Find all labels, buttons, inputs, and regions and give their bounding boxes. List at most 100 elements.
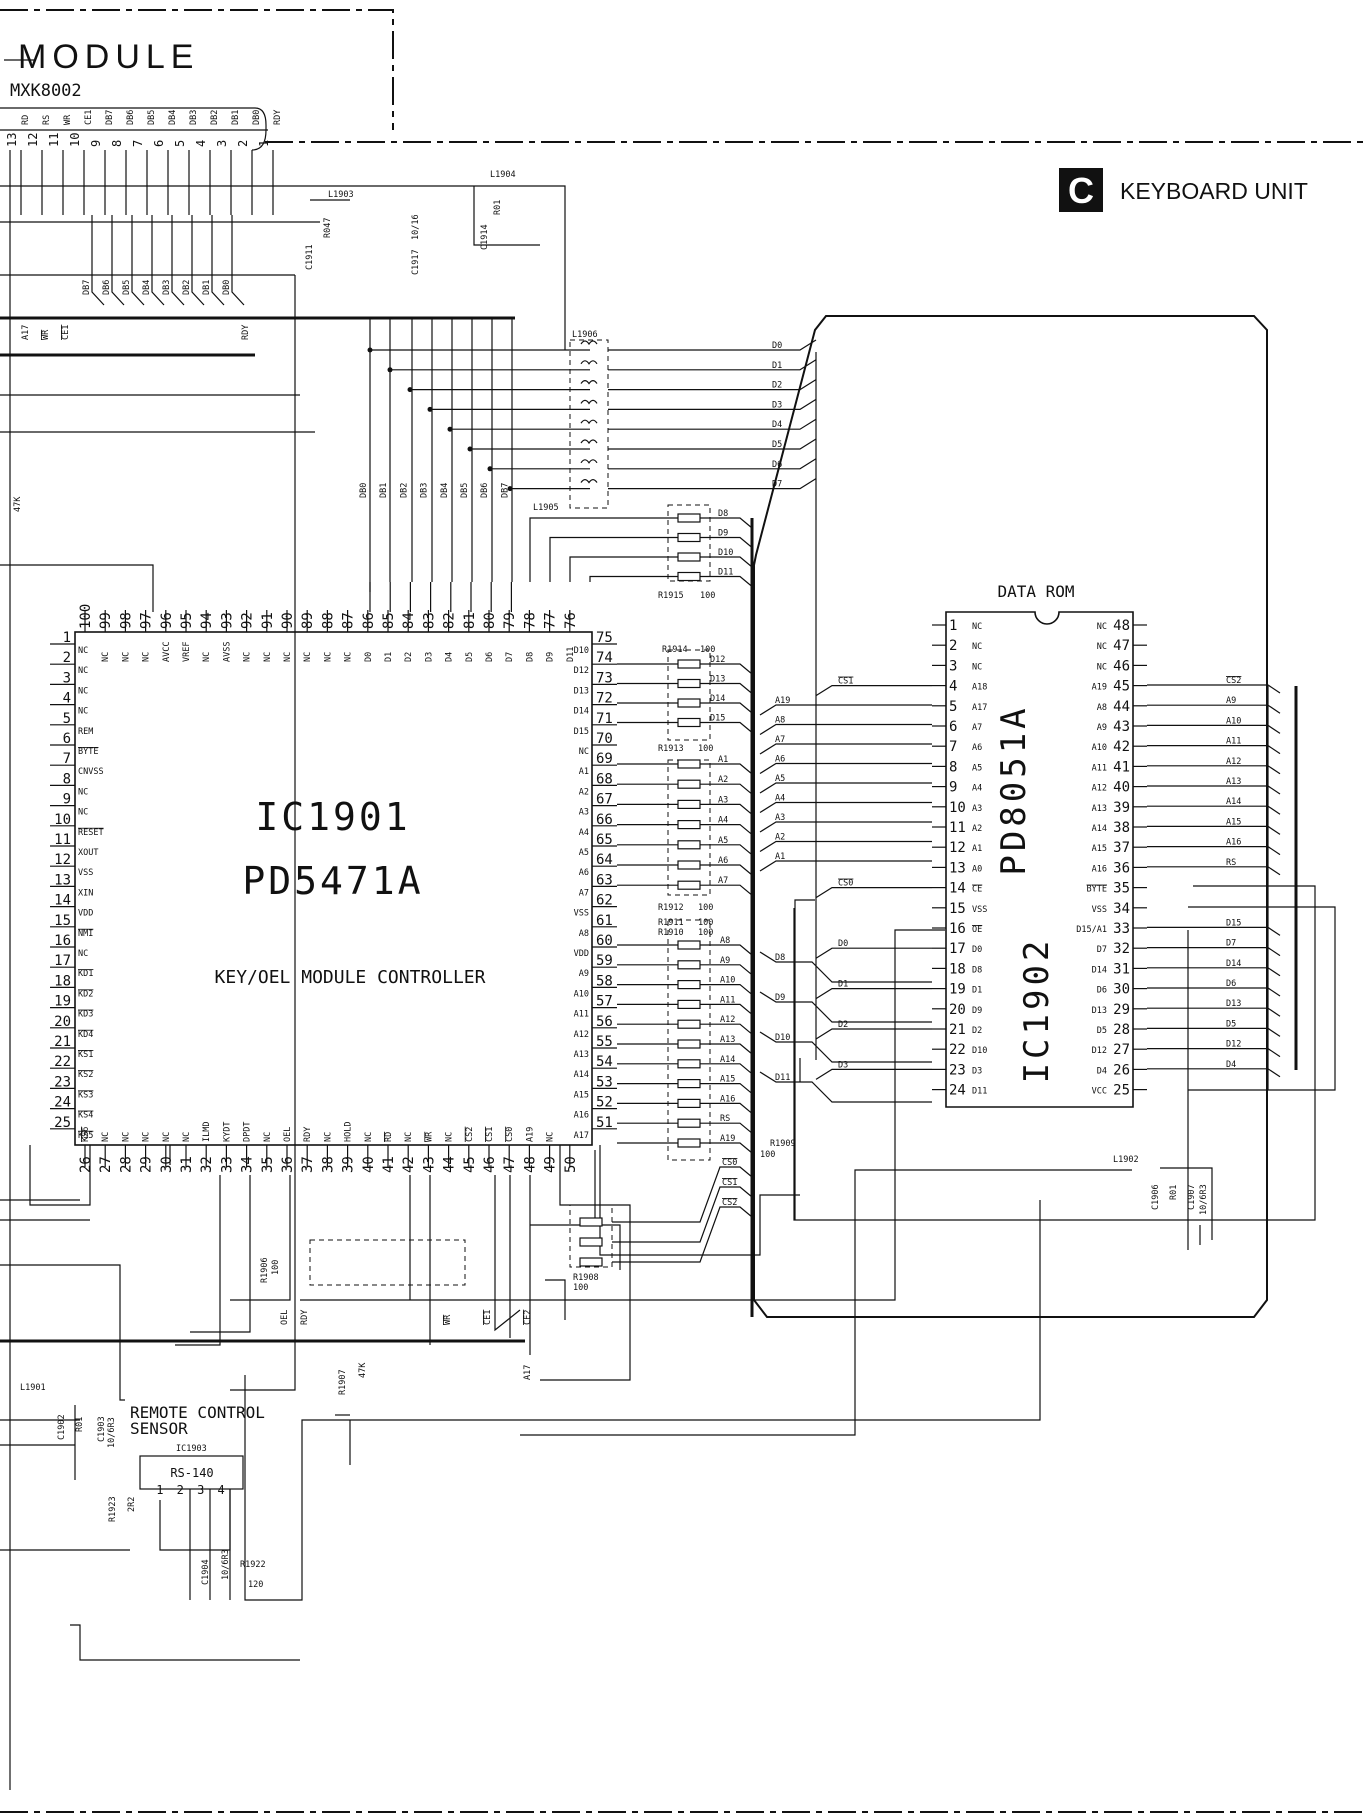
ic1901-pin-38-number: 38 xyxy=(320,1156,336,1173)
ic1901-pin-50-number: 50 xyxy=(563,1156,579,1173)
lower-bus-CE2-label: CE2 xyxy=(523,1310,533,1325)
ic1902-pin-35-name: BYTE xyxy=(1087,885,1107,895)
ic1901-pin-51-number: 51 xyxy=(596,1115,613,1131)
ic1901-body xyxy=(74,631,593,1146)
label-c1906: C1906 xyxy=(1151,1184,1161,1210)
addr-high-A11-resistor xyxy=(677,999,701,1010)
ic1902-pin-13-number: 13 xyxy=(949,860,966,876)
ic1902-net-14-wire xyxy=(1147,967,1281,977)
ic1902-pin-18-number: 18 xyxy=(949,961,966,977)
ic1901-pin-96-name: AVCC xyxy=(162,642,172,662)
ic1902-pin-34-number: 34 xyxy=(1113,901,1130,917)
rom-addr-A7-wire xyxy=(759,743,932,755)
addr-high-A19-wire-b xyxy=(700,1142,753,1154)
ic1901-pin-3-number: 3 xyxy=(63,670,71,686)
ic1902-pin-43-number: 43 xyxy=(1113,719,1130,735)
ic1901-pin-55-number: 55 xyxy=(596,1034,613,1050)
ic1902-pin-6-name: A7 xyxy=(972,723,982,733)
data-lower-D10-label: D10 xyxy=(718,548,733,558)
ic1901-pin-79-number: 79 xyxy=(502,612,518,629)
addr-high-A13-label: A13 xyxy=(720,1035,735,1045)
rom-addr-A6-wire xyxy=(759,762,932,775)
ic1901-pin-6-number: 6 xyxy=(63,731,71,747)
ic1901-pin-33-number: 33 xyxy=(219,1156,235,1173)
ic1901-pin-11-number: 11 xyxy=(54,832,71,848)
ic1902-pin-37-number: 37 xyxy=(1113,840,1130,856)
ic1902-ref: IC1902 xyxy=(1017,937,1057,1084)
ic1902-net-7-label: A15 xyxy=(1226,817,1241,827)
ic1902-pin-40-number: 40 xyxy=(1113,780,1130,796)
ic1901-pin-29-name: NC xyxy=(142,1132,152,1142)
ic1902-net-1-wire xyxy=(1147,704,1281,714)
ic1901-pin-83-number: 83 xyxy=(421,612,437,629)
label-r1910: R1910 xyxy=(658,928,684,938)
label-c1902: C1902 xyxy=(57,1414,67,1440)
module-db-DB7-label: DB7 xyxy=(82,280,92,295)
ic1901-pin-39-name: HOLD xyxy=(344,1122,354,1142)
ic1901-pin-38-name: NC xyxy=(323,1132,333,1142)
ic1901-pin-91-number: 91 xyxy=(260,612,276,629)
ic1902-pin-24-name: D11 xyxy=(972,1087,987,1097)
ic1901-pin-4-number: 4 xyxy=(63,691,71,707)
data-upper-D5-label: D5 xyxy=(772,440,782,450)
rom-board-outline xyxy=(753,315,1268,1318)
data-upper-D1-junction xyxy=(387,367,393,373)
ic1901-pin-60-number: 60 xyxy=(596,933,613,949)
label-r1911: R1911 xyxy=(658,918,684,928)
module-part: MXK8002 xyxy=(10,81,82,101)
ic1901-pin-8-name: NC xyxy=(78,787,88,797)
module-pin-5-number: 5 xyxy=(173,140,187,147)
data-mid-D15-wire-b xyxy=(700,721,753,733)
addr-high-RS-label: RS xyxy=(720,1114,730,1124)
data-lower-D9-resistor xyxy=(677,532,701,543)
ic1902-pin-14-number: 14 xyxy=(949,881,966,897)
ic1901-pin-84-name: D2 xyxy=(404,652,414,662)
ic1902-pin-27-name: D12 xyxy=(1092,1046,1107,1056)
ic1901-pin-53-name: A15 xyxy=(574,1090,589,1100)
ic1902-pin-39-name: A13 xyxy=(1092,804,1107,814)
label-c1903: C1903 xyxy=(97,1416,107,1442)
addr-high-A19-label: A19 xyxy=(720,1134,735,1144)
ic1901-pin-90-number: 90 xyxy=(280,612,296,629)
ic1902-pin-47-name: NC xyxy=(1097,642,1107,652)
label-c1903-value: 10/6R3 xyxy=(107,1417,117,1448)
addr-high-RS-resistor xyxy=(677,1118,701,1128)
module-db-DB4-label: DB4 xyxy=(142,280,152,295)
ic1901-pin-17-number: 17 xyxy=(54,953,71,969)
rom-data-D10-label: D10 xyxy=(775,1033,790,1043)
ic1902-pin-18-name: D8 xyxy=(972,965,982,975)
data-upper-D5-inductor xyxy=(580,439,598,445)
label-rs140: RS-140 xyxy=(170,1466,213,1480)
ic1901-pin-14-number: 14 xyxy=(54,893,71,909)
ic1901-pin-14-name: VDD xyxy=(78,909,93,919)
ic1902-pin-2-number: 2 xyxy=(949,638,957,654)
ic1901-pin-99-name: NC xyxy=(101,652,111,662)
rom-addr-A8-wire xyxy=(759,723,932,736)
addr-low-A3-resistor xyxy=(677,799,701,810)
rom-addr-A5-label: A5 xyxy=(775,774,785,784)
ic1901-pin-61-name: A8 xyxy=(579,929,589,939)
vertical-db-DB7-label: DB7 xyxy=(500,483,510,498)
addr-high-A12-wire-b xyxy=(700,1023,753,1035)
ic1902-net-5-wire xyxy=(1147,785,1281,795)
data-lower-D10-wire-a xyxy=(569,556,678,582)
ic1901-pin-45-name: CS2 xyxy=(465,1127,475,1142)
ic1901-pin-59-name: A9 xyxy=(579,969,589,979)
addr-high-A9-wire-b xyxy=(700,964,753,976)
component-labels: L1903 L1904 L1905 L1906 L1901 L1902 C191… xyxy=(13,170,1209,1590)
data-upper-D4-junction xyxy=(447,426,453,432)
ic1901-pin-28-name: NC xyxy=(121,1132,131,1142)
module-pin-3-name: DB1 xyxy=(231,110,241,125)
ic1902-pin-48-number: 48 xyxy=(1113,618,1130,634)
ic1902-net-16-wire xyxy=(1147,1007,1281,1017)
ic1902-net-3-label: A11 xyxy=(1226,737,1241,747)
data-upper-D3-wire-b xyxy=(608,398,817,410)
rom-addr-A4-wire xyxy=(759,801,932,814)
ic1901-pin-80-name: D6 xyxy=(485,652,495,662)
ic1901-pin-56-name: A12 xyxy=(574,1030,589,1040)
addr-low-A3-wire-b xyxy=(700,803,753,815)
module-pin-4-number: 4 xyxy=(194,140,208,147)
ic1901-pin-92-number: 92 xyxy=(240,612,256,629)
ic1901-pin-51-name: A17 xyxy=(574,1131,589,1141)
data-upper-D2-wire-b xyxy=(608,379,817,391)
